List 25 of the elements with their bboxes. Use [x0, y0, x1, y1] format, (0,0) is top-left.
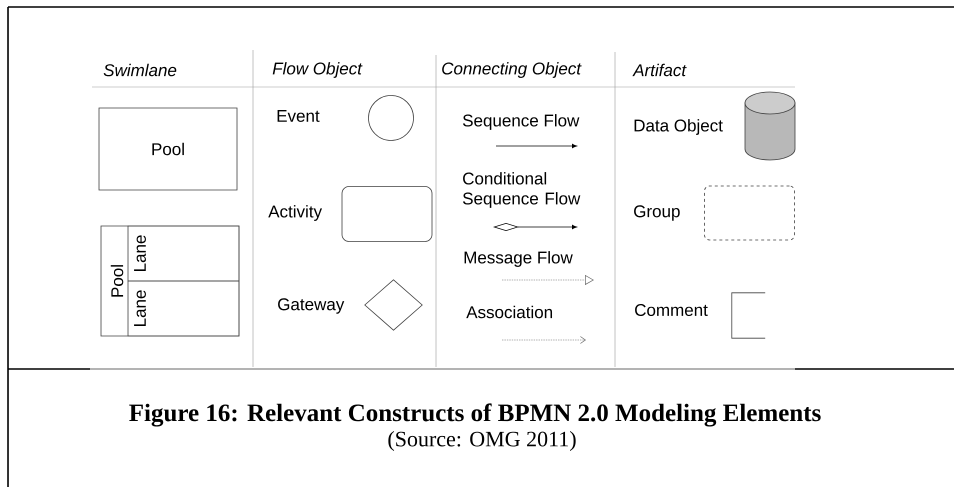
data-cylinder — [744, 92, 796, 160]
figure-caption: Figure 16: Relevant Constructs of BPMN 2.0 Modeling Elements — [129, 403, 821, 427]
element-label: Gateway — [278, 298, 344, 314]
gateway-diamond — [364, 279, 423, 331]
column-header: Artifact — [632, 64, 687, 76]
element-label: Event — [278, 110, 320, 122]
lane-box: Lane — [128, 280, 240, 336]
pool-box: Pool — [98, 108, 238, 190]
element-label: Sequence Flow — [462, 114, 580, 130]
element-label: Conditional Sequence Flow — [462, 172, 580, 208]
group-box — [704, 186, 795, 240]
activity-box — [342, 186, 432, 242]
event-circle — [368, 95, 414, 141]
element-label: Data Object — [634, 119, 723, 135]
lane-box: Lane — [128, 226, 240, 282]
comment-bracket — [731, 292, 766, 339]
element-label: Activity — [268, 205, 322, 221]
source-note: (Source: OMG 2011) — [388, 431, 576, 451]
column-header: Connecting Object — [442, 62, 582, 78]
element-label: Message Flow — [464, 251, 573, 267]
element-label: Association — [466, 306, 552, 318]
element-label: Group — [634, 205, 680, 221]
element-label: Comment — [635, 304, 708, 316]
column-header: Swimlane — [104, 64, 176, 76]
column-header: Flow Object — [272, 62, 363, 78]
